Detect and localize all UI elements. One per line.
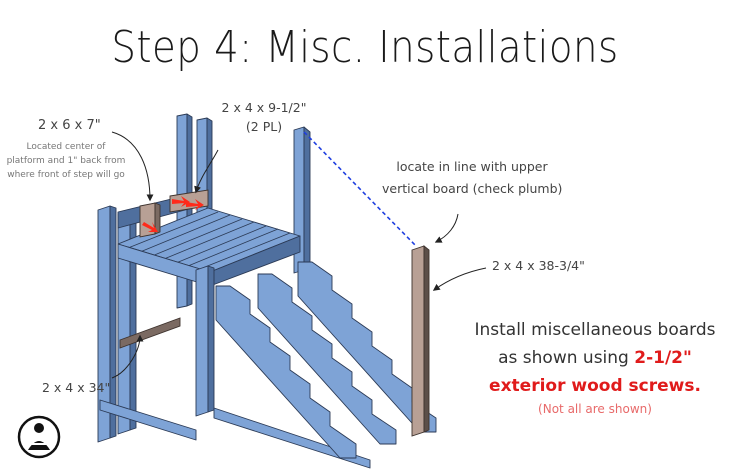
- stair-stringers: [215, 261, 437, 459]
- board-2x4x34: [119, 317, 181, 349]
- board-2x4x38: [411, 245, 425, 437]
- screw-arrows: [142, 196, 204, 232]
- page-title: Step 4: Misc. Installations: [111, 22, 619, 73]
- label-2x6x7-note: Located center of platform and 1" back f…: [6, 142, 126, 180]
- plumb-guide-line: [303, 131, 417, 247]
- label-2x4x38: 2 x 4 x 38-3/4": [492, 258, 585, 273]
- label-plumb-note: locate in line with upper vertical board…: [382, 159, 563, 196]
- label-2x4x9: 2 x 4 x 9-1/2" (2 PL): [221, 100, 307, 134]
- instruction-note: Install miscellaneous boards as shown us…: [474, 320, 716, 416]
- label-2x6x7: 2 x 6 x 7": [38, 118, 101, 133]
- label-2x4x34: 2 x 4 x 34": [42, 380, 111, 395]
- new-boards: [119, 189, 430, 437]
- left-posts: [97, 205, 137, 443]
- carpenter-logo-icon: [17, 415, 61, 459]
